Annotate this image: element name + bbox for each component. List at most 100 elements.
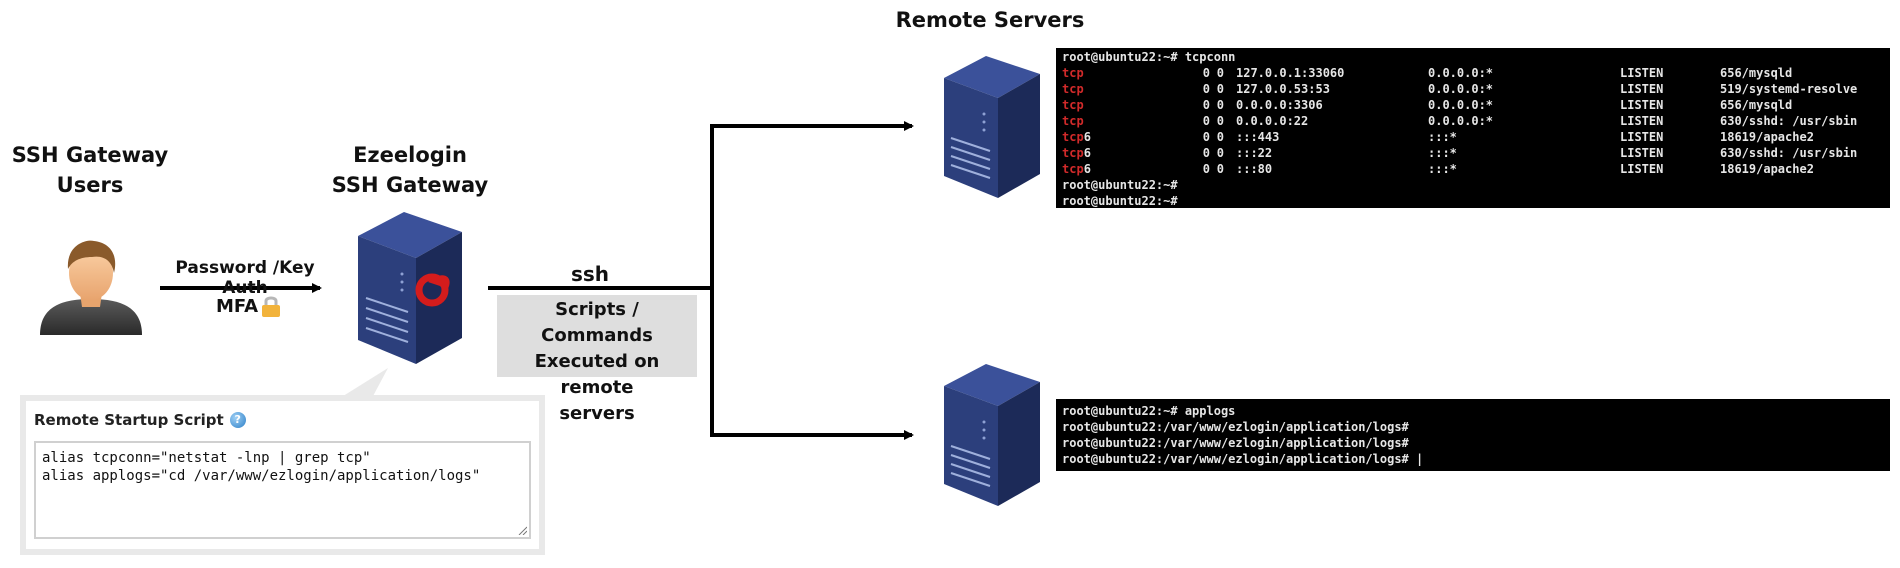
terminal-cell-state: LISTEN <box>1620 114 1664 128</box>
startup-script-panel: Remote Startup Script ? alias tcpconn="n… <box>20 395 545 555</box>
terminal-cell-proto: tcp6 <box>1062 129 1152 145</box>
users-label-line2: Users <box>56 173 124 197</box>
proto-name: tcp <box>1062 82 1084 96</box>
terminal-line: root@ubuntu22:/var/www/ezlogin/applicati… <box>1062 452 1424 466</box>
terminal-cell-pid: 656/mysqld <box>1720 98 1793 112</box>
terminal-cell-foreign: 0.0.0.0:* <box>1428 82 1494 96</box>
terminal-cell-send: 0 <box>1216 82 1224 96</box>
terminal-cell-recv: 0 <box>1202 162 1210 176</box>
page-title: Remote Servers <box>895 8 1085 32</box>
terminal-cell-send: 0 <box>1216 66 1224 80</box>
terminal-cell-recv: 0 <box>1202 146 1210 160</box>
terminal-cell-local: 0.0.0.0:22 <box>1236 114 1309 128</box>
script-line-2: alias applogs="cd /var/www/ezlogin/appli… <box>42 468 481 484</box>
proto-name: tcp <box>1062 98 1084 112</box>
remote-server-1-icon <box>944 56 1040 198</box>
callout-pointer <box>340 368 388 398</box>
terminal-cell-pid: 630/sshd: /usr/sbin <box>1720 114 1858 128</box>
terminal-cell-proto: tcp <box>1062 81 1152 97</box>
terminal-cell-state: LISTEN <box>1620 162 1664 176</box>
startup-script-title-text: Remote Startup Script <box>34 411 224 429</box>
help-icon[interactable]: ? <box>229 412 246 428</box>
terminal-prompt-end: root@ubuntu22:~# <box>1062 178 1178 192</box>
terminal-cell-foreign: :::* <box>1428 130 1457 144</box>
terminal-cell-recv: 0 <box>1202 66 1210 80</box>
terminal-cell-proto: tcp <box>1062 97 1152 113</box>
lock-icon <box>262 296 281 317</box>
proto-suffix: 6 <box>1083 146 1091 160</box>
terminal-line: root@ubuntu22:/var/www/ezlogin/applicati… <box>1062 436 1409 450</box>
terminal-cell-local: 0.0.0.0:3306 <box>1236 98 1323 112</box>
terminal-line: root@ubuntu22:~# applogs <box>1062 404 1236 418</box>
gateway-label: Ezeelogin SSH Gateway <box>320 140 500 200</box>
terminal-cell-local: 127.0.0.53:53 <box>1236 82 1330 96</box>
mfa-group: MFA <box>216 294 282 318</box>
terminal-cell-pid: 18619/apache2 <box>1720 130 1814 144</box>
terminal-cell-local: 127.0.0.1:33060 <box>1236 66 1345 80</box>
terminal-cell-pid: 18619/apache2 <box>1720 162 1814 176</box>
terminal-cell-send: 0 <box>1216 146 1224 160</box>
gateway-server-icon <box>358 212 462 364</box>
terminal-cell-state: LISTEN <box>1620 98 1664 112</box>
terminal-cell-send: 0 <box>1216 162 1224 176</box>
terminal-cell-proto: tcp <box>1062 113 1152 129</box>
terminal-applogs: root@ubuntu22:~# applogs root@ubuntu22:/… <box>1056 399 1890 471</box>
terminal-cell-pid: 656/mysqld <box>1720 66 1793 80</box>
proto-suffix: 6 <box>1083 130 1091 144</box>
proto-name: tcp <box>1062 162 1084 176</box>
terminal-cell-pid: 519/systemd-resolve <box>1720 82 1858 96</box>
caption-line2: Executed on remote <box>534 351 660 398</box>
users-label: SSH Gateway Users <box>0 140 180 200</box>
proto-name: tcp <box>1062 146 1084 160</box>
terminal-cell-recv: 0 <box>1202 114 1210 128</box>
mfa-label: MFA <box>216 295 259 317</box>
terminal-cell-state: LISTEN <box>1620 82 1664 96</box>
terminal-cell-send: 0 <box>1216 98 1224 112</box>
proto-name: tcp <box>1062 114 1084 128</box>
startup-script-title: Remote Startup Script ? <box>34 411 531 429</box>
terminal-cell-proto: tcp6 <box>1062 145 1152 161</box>
terminal-cell-foreign: :::* <box>1428 162 1457 176</box>
terminal-cell-recv: 0 <box>1202 130 1210 144</box>
startup-script-textarea[interactable]: alias tcpconn="netstat -lnp | grep tcp"a… <box>34 441 531 539</box>
proto-suffix: 6 <box>1083 162 1091 176</box>
terminal-cell-local: :::22 <box>1236 146 1273 160</box>
terminal-cell-foreign: 0.0.0.0:* <box>1428 98 1494 112</box>
proto-name: tcp <box>1062 66 1084 80</box>
connection-caption: Scripts / Commands Executed on remote se… <box>497 295 697 424</box>
terminal-cell-send: 0 <box>1216 114 1224 128</box>
terminal-cell-recv: 0 <box>1202 82 1210 96</box>
terminal-cell-state: LISTEN <box>1620 146 1664 160</box>
terminal-cell-recv: 0 <box>1202 98 1210 112</box>
terminal-cell-state: LISTEN <box>1620 130 1664 144</box>
proto-name: tcp <box>1062 130 1084 144</box>
resize-grip-icon[interactable] <box>517 525 527 535</box>
users-label-line1: SSH Gateway <box>11 143 169 167</box>
terminal-cell-foreign: 0.0.0.0:* <box>1428 114 1494 128</box>
terminal-cell-local: :::80 <box>1236 162 1273 176</box>
terminal-cell-foreign: :::* <box>1428 146 1457 160</box>
ssh-label: ssh <box>570 262 610 286</box>
terminal-cell-proto: tcp <box>1062 65 1152 81</box>
gateway-label-line1: Ezeelogin <box>353 143 467 167</box>
terminal-cell-local: :::443 <box>1236 130 1280 144</box>
terminal-cell-foreign: 0.0.0.0:* <box>1428 66 1494 80</box>
remote-server-2-icon <box>944 364 1040 506</box>
gateway-label-line2: SSH Gateway <box>331 173 489 197</box>
terminal-cell-send: 0 <box>1216 130 1224 144</box>
terminal-cell-proto: tcp6 <box>1062 161 1152 177</box>
terminal-cell-state: LISTEN <box>1620 66 1664 80</box>
user-icon <box>40 240 142 335</box>
caption-line3: servers <box>559 403 635 424</box>
caption-line1: Scripts / Commands <box>541 299 653 346</box>
